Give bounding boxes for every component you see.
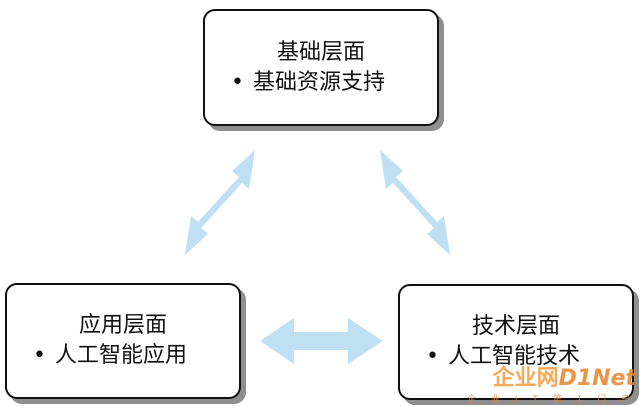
node-bullet-item: • 基础资源支持 bbox=[205, 68, 437, 98]
node-item-text: 基础资源支持 bbox=[253, 69, 386, 95]
node-title: 基础层面 bbox=[276, 39, 365, 65]
arrow-left-right bbox=[260, 318, 383, 364]
arrow-top-left bbox=[185, 150, 255, 255]
node-bullet-item: • 人工智能应用 bbox=[7, 341, 239, 371]
node-item-text: 人工智能应用 bbox=[55, 343, 188, 368]
arrow-top-right bbox=[380, 150, 450, 255]
bullet-icon: • bbox=[231, 69, 244, 95]
node-item-text: 人工智能技术 bbox=[448, 344, 581, 369]
bullet-icon: • bbox=[33, 343, 46, 368]
node-title: 技术层面 bbox=[471, 314, 560, 339]
node-technology-layer: 技术层面 • 人工智能技术 bbox=[398, 284, 634, 400]
node-bullet-item: • 人工智能技术 bbox=[400, 342, 632, 372]
bullet-icon: • bbox=[426, 344, 439, 369]
node-foundation-layer: 基础层面 • 基础资源支持 bbox=[203, 9, 439, 126]
node-title: 应用层面 bbox=[78, 313, 167, 338]
node-application-layer: 应用层面 • 人工智能应用 bbox=[5, 283, 241, 399]
